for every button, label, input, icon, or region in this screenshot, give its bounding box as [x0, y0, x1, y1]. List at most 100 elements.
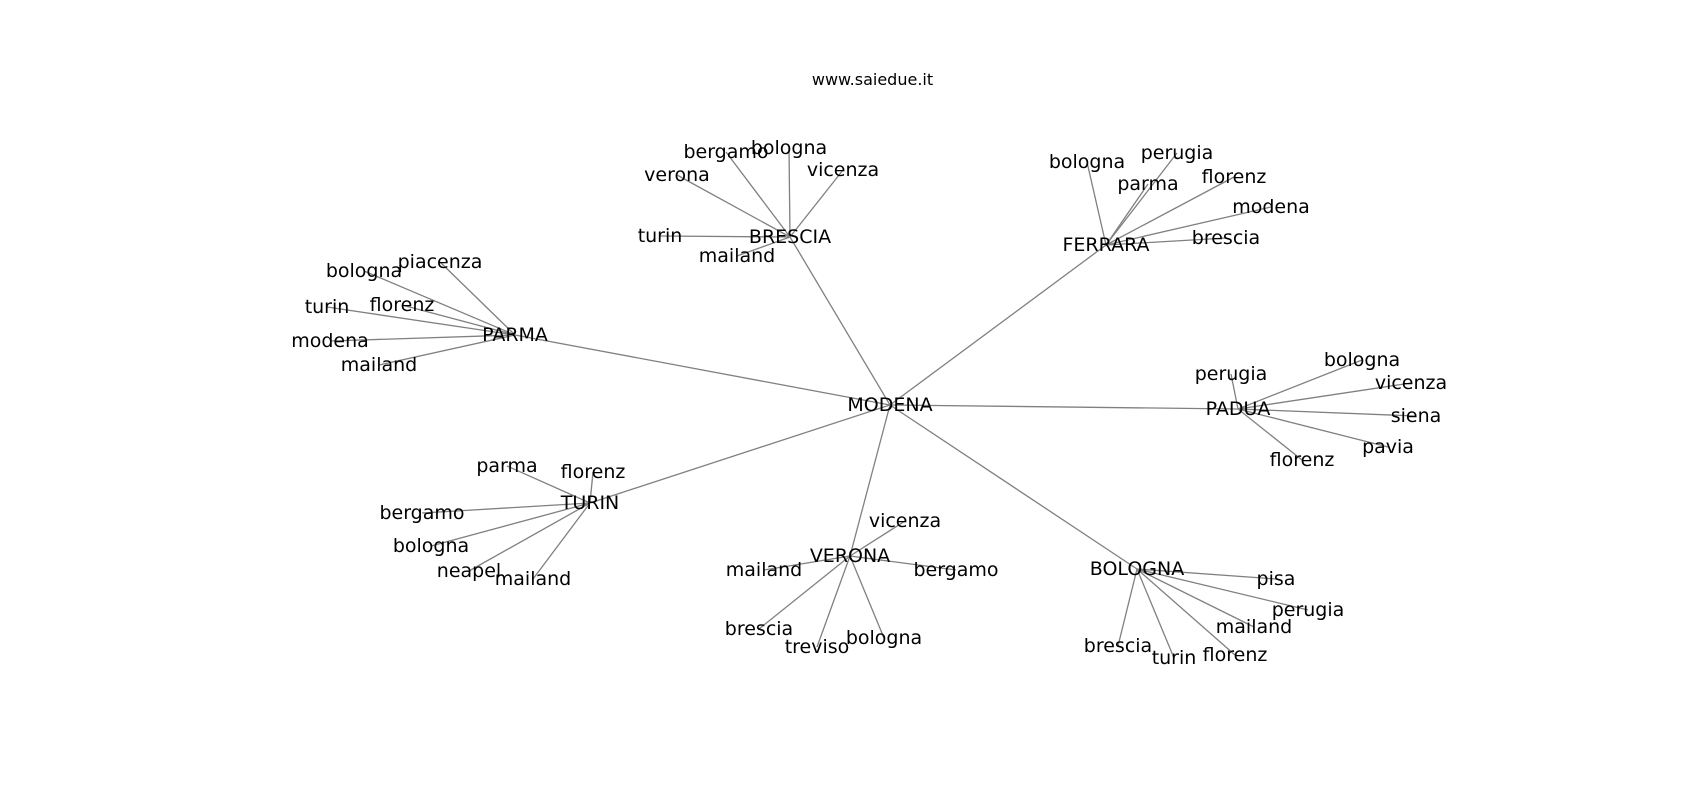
- leaf-node-brescia-mailand: mailand: [699, 245, 775, 267]
- leaf-node-padua-bologna: bologna: [1324, 349, 1400, 371]
- edge-verona-bergamo: [849, 555, 957, 571]
- leaf-node-bologna-brescia: brescia: [1084, 635, 1152, 657]
- edge-turin-bologna: [430, 502, 591, 547]
- edge-brescia-bergamo: [725, 151, 791, 238]
- edge-bologna-mailand: [1136, 568, 1255, 628]
- edge-modena-turin: [589, 404, 891, 504]
- edge-turin-mailand: [532, 502, 591, 580]
- edge-modena-ferrara: [889, 244, 1107, 406]
- leaf-node-bologna-pisa: pisa: [1257, 568, 1296, 590]
- edge-turin-florenz: [589, 471, 594, 504]
- leaf-node-verona-brescia: brescia: [725, 618, 793, 640]
- leaf-node-bologna-perugia: perugia: [1272, 599, 1345, 621]
- edge-modena-verona: [849, 404, 891, 557]
- leaf-node-parma-bologna: bologna: [326, 260, 402, 282]
- edge-verona-bologna: [849, 555, 885, 639]
- edge-ferrara-florenz: [1105, 176, 1235, 246]
- leaf-node-turin-mailand: mailand: [495, 568, 571, 590]
- edge-verona-treviso: [816, 555, 851, 648]
- edge-turin-neapel: [468, 502, 591, 572]
- hub-node-ferrara: FERRARA: [1063, 234, 1150, 256]
- hub-node-turin: TURIN: [560, 492, 620, 514]
- leaf-node-bologna-mailand: mailand: [1216, 616, 1292, 638]
- leaf-node-parma-mailand: mailand: [341, 354, 417, 376]
- edge-padua-florenz: [1237, 408, 1303, 461]
- edge-modena-padua: [889, 404, 1239, 410]
- leaf-node-turin-florenz: florenz: [561, 461, 626, 483]
- edge-brescia-verona: [676, 174, 791, 238]
- edge-verona-vicenza: [849, 520, 906, 557]
- leaf-node-brescia-bologna: bologna: [751, 137, 827, 159]
- hub-node-verona: VERONA: [810, 545, 890, 567]
- leaf-node-bologna-florenz: florenz: [1203, 644, 1268, 666]
- edge-brescia-turin: [659, 235, 791, 238]
- edge-bologna-brescia: [1117, 568, 1138, 647]
- leaf-node-turin-bologna: bologna: [393, 535, 469, 557]
- leaf-node-turin-bergamo: bergamo: [379, 502, 464, 524]
- leaf-node-verona-bologna: bologna: [846, 627, 922, 649]
- edge-ferrara-bologna: [1086, 161, 1107, 246]
- edge-parma-florenz: [401, 304, 516, 336]
- leaf-node-ferrara-florenz: florenz: [1202, 166, 1267, 188]
- edge-modena-bologna: [889, 404, 1138, 570]
- edge-ferrara-perugia: [1105, 152, 1178, 246]
- edge-parma-piacenza: [439, 261, 516, 336]
- leaf-node-padua-perugia: perugia: [1195, 363, 1268, 385]
- leaf-node-verona-mailand: mailand: [726, 559, 802, 581]
- edge-padua-perugia: [1230, 373, 1239, 410]
- leaf-node-brescia-bergamo: bergamo: [683, 141, 768, 163]
- edge-verona-mailand: [763, 555, 851, 571]
- edge-brescia-mailand: [736, 236, 791, 257]
- edge-padua-pavia: [1237, 408, 1389, 448]
- leaf-node-ferrara-brescia: brescia: [1192, 227, 1260, 249]
- leaf-node-parma-piacenza: piacenza: [398, 251, 483, 273]
- edge-bologna-turin: [1136, 568, 1175, 659]
- edge-turin-bergamo: [421, 502, 591, 514]
- hub-node-brescia: BRESCIA: [749, 226, 831, 248]
- edge-brescia-bologna: [788, 147, 791, 238]
- edge-padua-siena: [1237, 408, 1417, 417]
- hub-node-padua: PADUA: [1206, 398, 1271, 420]
- leaf-node-ferrara-parma: parma: [1117, 173, 1178, 195]
- edge-parma-modena: [329, 334, 516, 342]
- leaf-node-turin-parma: parma: [476, 455, 537, 477]
- edge-modena-parma: [514, 334, 891, 406]
- edge-padua-vicenza: [1237, 382, 1412, 410]
- leaf-node-brescia-turin: turin: [638, 225, 683, 247]
- edge-modena-brescia: [789, 236, 891, 406]
- center-node-modena: MODENA: [847, 394, 932, 416]
- hub-node-bologna: BOLOGNA: [1090, 558, 1184, 580]
- leaf-node-verona-vicenza: vicenza: [869, 510, 941, 532]
- leaf-node-padua-pavia: pavia: [1362, 436, 1414, 458]
- leaf-node-padua-siena: siena: [1391, 405, 1442, 427]
- edge-parma-bologna: [363, 270, 516, 336]
- edge-turin-parma: [506, 465, 591, 504]
- leaf-node-ferrara-modena: modena: [1232, 196, 1310, 218]
- leaf-node-parma-modena: modena: [291, 330, 369, 352]
- hub-node-parma: PARMA: [482, 324, 548, 346]
- edge-verona-brescia: [758, 555, 851, 630]
- watermark-text: www.saiedue.it: [811, 70, 934, 89]
- leaf-node-verona-treviso: treviso: [785, 636, 850, 658]
- edge-padua-bologna: [1237, 359, 1363, 410]
- leaf-node-ferrara-perugia: perugia: [1141, 142, 1214, 164]
- leaf-node-parma-florenz: florenz: [370, 294, 435, 316]
- edge-brescia-vicenza: [789, 169, 844, 238]
- edge-bologna-perugia: [1136, 568, 1309, 611]
- edge-parma-turin: [326, 306, 516, 336]
- edge-ferrara-modena: [1105, 206, 1272, 246]
- leaf-node-turin-neapel: neapel: [437, 560, 501, 582]
- leaf-node-verona-bergamo: bergamo: [913, 559, 998, 581]
- edge-bologna-florenz: [1136, 568, 1236, 656]
- leaf-node-ferrara-bologna: bologna: [1049, 151, 1125, 173]
- edge-parma-mailand: [378, 334, 516, 366]
- leaf-node-padua-vicenza: vicenza: [1375, 372, 1447, 394]
- edge-ferrara-parma: [1105, 183, 1149, 246]
- leaf-node-brescia-verona: verona: [644, 164, 710, 186]
- edge-ferrara-brescia: [1105, 237, 1227, 246]
- leaf-node-brescia-vicenza: vicenza: [807, 159, 879, 181]
- leaf-node-padua-florenz: florenz: [1270, 449, 1335, 471]
